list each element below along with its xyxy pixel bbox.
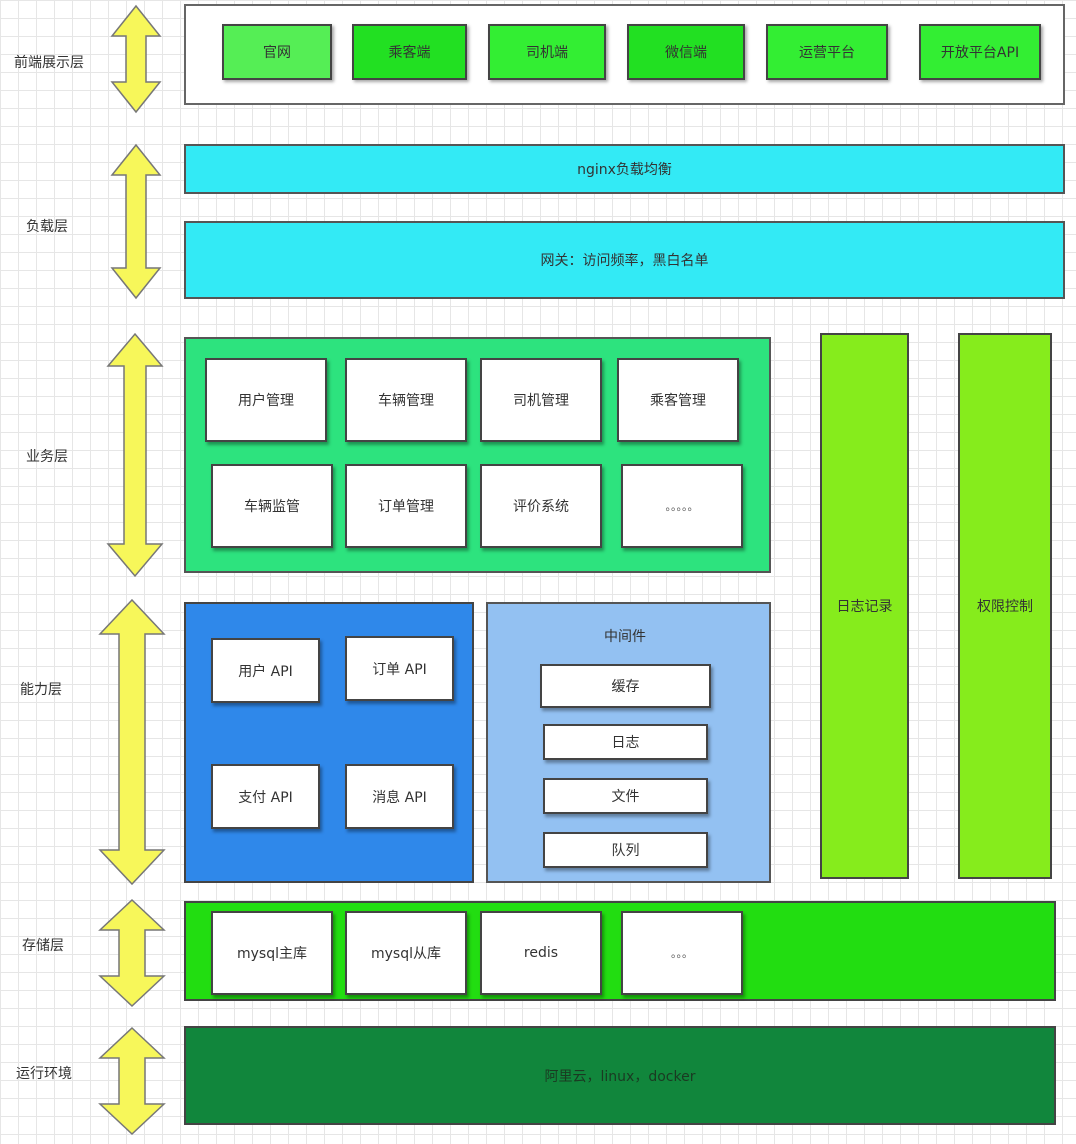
api-order[interactable]: 订单 API [345,636,454,701]
frontend-item-operations[interactable]: 运营平台 [766,24,888,80]
frontend-item-wechat[interactable]: 微信端 [627,24,745,80]
frontend-item-open-api[interactable]: 开放平台API [919,24,1041,80]
business-passenger-management[interactable]: 乘客管理 [617,358,739,442]
storage-redis[interactable]: redis [480,911,602,995]
business-vehicle-management[interactable]: 车辆管理 [345,358,467,442]
frontend-item-driver[interactable]: 司机端 [488,24,606,80]
business-vehicle-monitoring[interactable]: 车辆监管 [211,464,333,548]
double-arrow-icon [106,332,164,578]
business-rating-system[interactable]: 评价系统 [480,464,602,548]
storage-mysql-master[interactable]: mysql主库 [211,911,333,995]
permission-control-bar: 权限控制 [958,333,1052,879]
middleware-cache[interactable]: 缓存 [540,664,711,708]
layer-label-business: 业务层 [26,449,68,465]
storage-more[interactable]: 。。。 [621,911,743,995]
layer-label-storage: 存储层 [22,938,64,954]
storage-mysql-slave[interactable]: mysql从库 [345,911,467,995]
layer-label-load: 负载层 [26,219,68,235]
double-arrow-icon [98,1026,166,1136]
business-more[interactable]: 。。。。。 [621,464,743,548]
log-recording-bar: 日志记录 [820,333,909,879]
business-driver-management[interactable]: 司机管理 [480,358,602,442]
api-user[interactable]: 用户 API [211,638,320,703]
api-payment[interactable]: 支付 API [211,764,320,829]
layer-label-frontend: 前端展示层 [14,55,84,71]
double-arrow-icon [110,4,162,114]
runtime-environment-bar: 阿里云，linux，docker [184,1026,1056,1125]
api-message[interactable]: 消息 API [345,764,454,829]
layer-label-capability: 能力层 [20,682,62,698]
middleware-file[interactable]: 文件 [543,778,708,814]
double-arrow-icon [98,598,166,886]
double-arrow-icon [110,143,162,300]
layer-label-runtime: 运行环境 [16,1066,72,1082]
middleware-queue[interactable]: 队列 [543,832,708,868]
gateway-box: 网关：访问频率，黑白名单 [184,221,1065,299]
frontend-item-official-site[interactable]: 官网 [222,24,332,80]
double-arrow-icon [98,898,166,1008]
middleware-log[interactable]: 日志 [543,724,708,760]
middleware-title: 中间件 [604,629,646,645]
business-order-management[interactable]: 订单管理 [345,464,467,548]
frontend-item-passenger[interactable]: 乘客端 [352,24,467,80]
nginx-load-balancer: nginx负载均衡 [184,144,1065,194]
business-user-management[interactable]: 用户管理 [205,358,327,442]
